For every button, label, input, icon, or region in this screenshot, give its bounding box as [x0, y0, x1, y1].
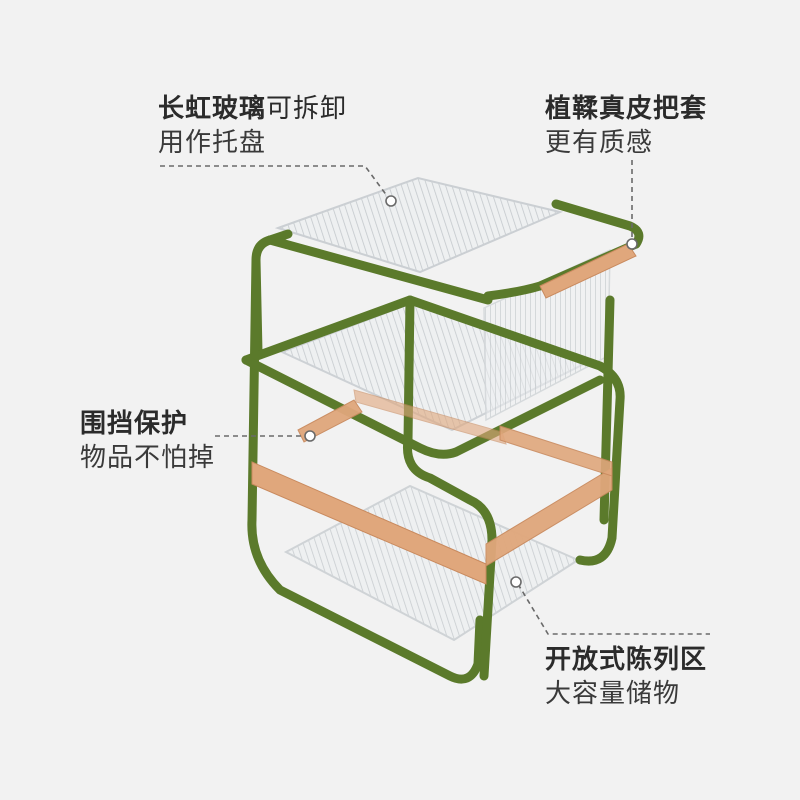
callout-dots [304, 195, 638, 588]
callout-guard: 围挡保护 物品不怕掉 [80, 407, 215, 475]
callout-leaders [160, 160, 710, 635]
callout-open-storage-subtitle: 大容量储物 [545, 679, 681, 709]
leather-strap-bands [251, 243, 637, 585]
top-glass-tray [274, 176, 564, 274]
callout-glass-tray: 长虹玻璃可拆卸 用作托盘 [158, 92, 347, 160]
callout-glass-tray-subtitle: 用作托盘 [158, 128, 267, 158]
callout-open-storage: 开放式陈列区 大容量储物 [545, 643, 707, 711]
green-metal-frame [241, 199, 644, 684]
callout-leather-handle-subtitle: 更有质感 [545, 128, 654, 158]
callout-open-storage-title: 开放式陈列区 [545, 645, 708, 675]
callout-guard-subtitle: 物品不怕掉 [80, 443, 216, 473]
callout-leather-handle-title: 植鞣真皮把套 [545, 94, 708, 124]
callout-glass-tray-title-bold: 长虹玻璃 [158, 94, 267, 124]
callout-guard-title: 围挡保护 [80, 409, 189, 439]
callout-glass-tray-title-light: 可拆卸 [266, 94, 348, 124]
callout-leather-handle: 植鞣真皮把套 更有质感 [545, 92, 707, 160]
callout-glass-tray-title: 长虹玻璃可拆卸 [158, 92, 347, 126]
